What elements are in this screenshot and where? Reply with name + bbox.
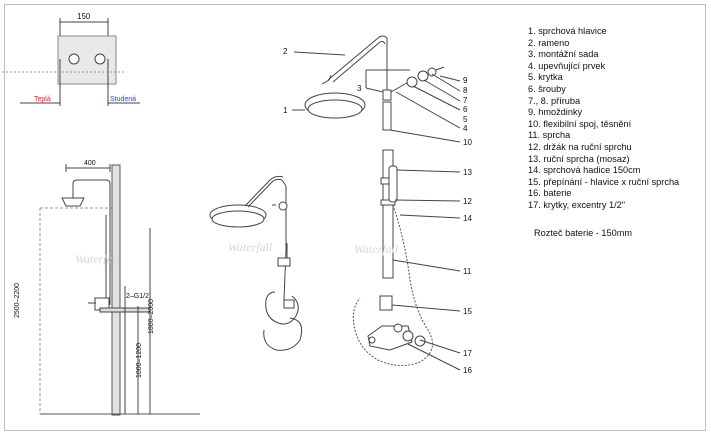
watermark-text: Waterfall	[228, 240, 273, 254]
callout-14: 14	[463, 214, 472, 223]
legend-item: 3. montážní sada	[528, 49, 599, 60]
legend-item: 14. sprchová hadice 150cm	[528, 165, 641, 176]
legend-item: 12. držák na ruční sprchu	[528, 141, 632, 152]
callout-6: 6	[463, 105, 468, 114]
callout-4: 4	[463, 124, 468, 133]
watermark-text: Waterfall	[75, 252, 120, 266]
head-height-label: 1800–2000	[148, 298, 155, 334]
legend-item: 5. krytka	[528, 72, 563, 83]
callout-15: 15	[463, 307, 472, 316]
legend-item: 11. sprcha	[528, 130, 571, 141]
arm-length-label: 400	[84, 160, 96, 167]
callout-5: 5	[463, 115, 468, 124]
legend-item: 1. sprchová hlavice	[528, 26, 607, 36]
legend-item: 10. flexibilní spoj, těsnění	[528, 118, 632, 129]
callout-17: 17	[463, 349, 472, 358]
callout-11: 11	[463, 267, 472, 276]
legend-item: 7., 8. příruba	[528, 95, 581, 106]
mixer-height-label: 1000–1200	[136, 342, 143, 378]
plate-dimension-label: 150	[77, 12, 91, 21]
legend-item: 16. baterie	[528, 188, 572, 199]
callout-1: 1	[283, 106, 288, 115]
legend-item: 17. krytky, excentry 1/2"	[528, 199, 626, 210]
drawing-frame	[4, 4, 706, 431]
legend-item: 6. šrouby	[528, 83, 566, 94]
exploded-view	[292, 35, 461, 371]
callout-2: 2	[283, 47, 288, 56]
callout-9: 9	[463, 76, 468, 85]
legend-item: 2. rameno	[528, 37, 570, 48]
legend-item: 13. ruční sprcha (mosaz)	[528, 153, 630, 164]
callout-7: 7	[463, 96, 468, 105]
cold-label: Studená	[110, 96, 137, 103]
callout-12: 12	[463, 197, 472, 206]
callout-3: 3	[357, 84, 362, 93]
legend-item: 9. hmoždinky	[528, 107, 583, 118]
side-elevation	[39, 164, 200, 416]
warm-label: Teplá	[34, 96, 51, 103]
callout-13: 13	[463, 168, 472, 177]
wall-plate-drawing	[2, 18, 140, 106]
total-height-label: 2500–2200	[14, 282, 21, 318]
callout-16: 16	[463, 366, 472, 375]
legend-item: 4. upevňující prvek	[528, 60, 606, 71]
perspective-view	[209, 175, 303, 351]
mixer-spacing-note: Rozteč baterie - 150mm	[534, 228, 633, 238]
parts-legend: 1. sprchová hlavice 2. rameno 3. montážn…	[528, 26, 679, 212]
legend-item: 15. přepínání - hlavice x ruční sprcha	[528, 176, 680, 187]
callout-10: 10	[463, 138, 472, 147]
callout-8: 8	[463, 86, 468, 95]
connection-label: 2–G1/2	[126, 293, 149, 300]
watermark-text: Waterfall	[354, 242, 399, 256]
